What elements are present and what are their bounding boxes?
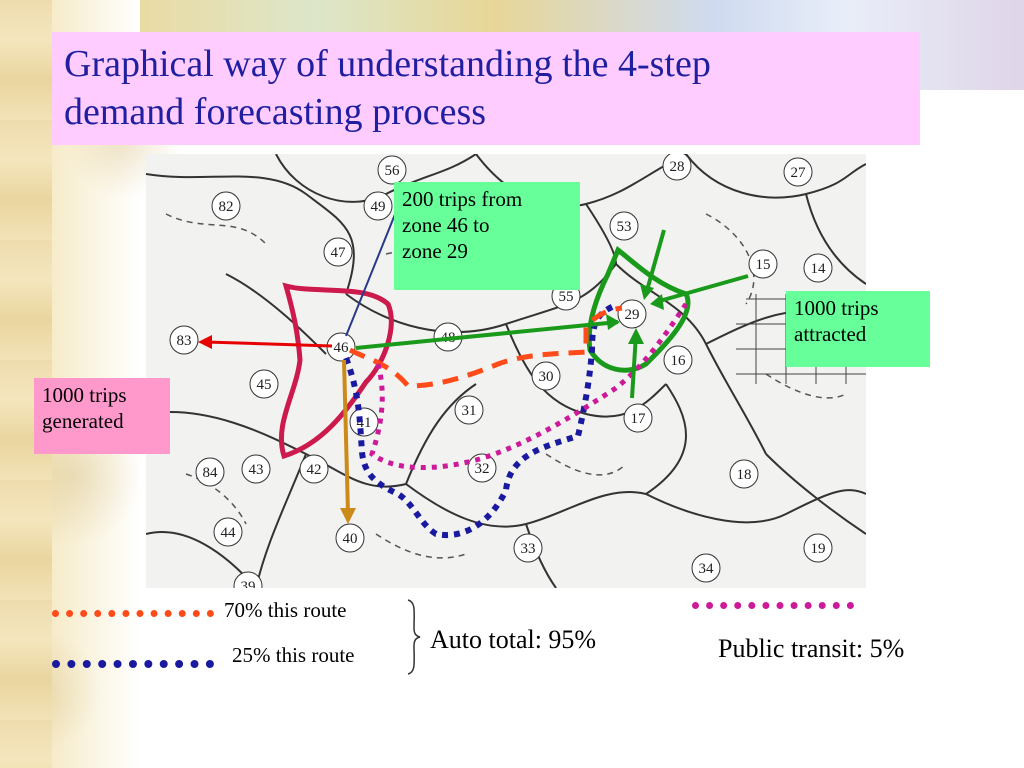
zone-label: 30 [539, 369, 554, 385]
zone-marker: 17 [623, 403, 653, 433]
zone-marker: 28 [662, 154, 692, 181]
slide-title-line-2: demand forecasting process [64, 91, 487, 133]
zone-label: 31 [462, 403, 477, 419]
zone-label: 55 [559, 289, 574, 305]
zone-marker: 19 [803, 533, 833, 563]
zone-marker: 29 [617, 299, 647, 329]
legend-label-route-25: 25% this route [232, 643, 355, 667]
zone-marker: 32 [467, 453, 497, 483]
trips-between-zones-callout: 200 trips from zone 46 to zone 29 [394, 182, 580, 290]
attraction-arrowhead-top [640, 284, 654, 300]
zone-marker: 15 [748, 249, 778, 279]
attracted-zone-boundary [586, 246, 691, 373]
callout-line: zone 46 to [402, 213, 490, 237]
zone-label: 42 [307, 462, 322, 478]
zone-label: 33 [521, 541, 536, 557]
zone-label: 44 [221, 525, 237, 541]
trip-flow-arrow [355, 320, 619, 350]
zone-label: 47 [331, 245, 347, 261]
slide-title-line-1: Graphical way of understanding the 4-ste… [64, 43, 711, 85]
zone-label: 83 [177, 333, 192, 349]
generated-zone-boundary [278, 282, 394, 460]
zone-marker: 47 [323, 237, 353, 267]
zone-label: 82 [219, 199, 234, 215]
zone-label: 84 [203, 465, 219, 481]
zone-marker: 56 [377, 155, 407, 185]
generation-arrowhead-red [198, 335, 212, 349]
zone-label: 14 [811, 261, 827, 277]
generation-arrowhead-orange [340, 508, 356, 524]
generation-arrow-orange [342, 359, 350, 515]
zone-markers: 56 49 82 47 28 27 53 15 14 55 29 83 46 4… [169, 154, 833, 588]
attraction-arrow-top [644, 229, 666, 295]
zone-marker: 83 [169, 325, 199, 355]
legend-public-transit: Public transit: 5% [718, 634, 905, 663]
zone-marker: 49 [363, 191, 393, 221]
zone-marker: 45 [249, 369, 279, 399]
zone-marker: 43 [241, 454, 271, 484]
legend-auto-total: Auto total: 95% [430, 625, 597, 654]
zone-marker: 31 [454, 395, 484, 425]
zone-label: 17 [631, 411, 647, 427]
zone-marker: 16 [663, 345, 693, 375]
zone-label: 15 [756, 257, 771, 273]
trip-flow-arrowhead [606, 314, 620, 330]
zone-label: 40 [343, 531, 358, 547]
zone-marker: 46 [326, 332, 356, 362]
zone-label: 32 [475, 461, 490, 477]
auto-route-25-percent [343, 303, 616, 539]
auto-route-70-percent [348, 305, 623, 389]
zone-marker: 14 [803, 253, 833, 283]
zone-marker: 44 [213, 517, 243, 547]
trips-generated-callout: 1000 trips generated [34, 378, 170, 454]
callout-line: generated [42, 409, 124, 433]
zone-label: 29 [625, 307, 640, 323]
zone-marker: 42 [299, 454, 329, 484]
callout-line: zone 29 [402, 239, 468, 263]
attraction-arrow-right [655, 274, 749, 304]
zone-label: 19 [811, 541, 826, 557]
zone-marker: 18 [729, 459, 759, 489]
zone-label: 43 [249, 462, 264, 478]
zone-marker: 33 [513, 533, 543, 563]
legend-swatch-transit [692, 602, 854, 609]
zone-marker: 82 [211, 191, 241, 221]
zone-marker: 34 [691, 553, 721, 583]
callout-line: attracted [794, 322, 867, 346]
zone-label: 56 [385, 163, 401, 179]
zone-label: 45 [257, 377, 272, 393]
zone-label: 39 [241, 579, 256, 588]
attraction-arrowhead-right [650, 294, 664, 310]
zone-marker: 41 [349, 407, 379, 437]
legend-label-route-70: 70% this route [224, 598, 347, 622]
zone-marker: 40 [335, 523, 365, 553]
callout-line: 200 trips from [402, 187, 523, 211]
trips-attracted-callout: 1000 trips attracted [786, 291, 930, 367]
zone-map-svg: 56 49 82 47 28 27 53 15 14 55 29 83 46 4… [146, 154, 866, 588]
zone-label: 46 [334, 340, 350, 356]
attraction-arrowhead-bottom [628, 328, 644, 344]
legend-brace [407, 599, 421, 675]
zone-marker: 30 [531, 361, 561, 391]
generation-arrow-red [205, 340, 333, 348]
zone-label: 27 [791, 165, 807, 181]
slide-title-box: Graphical way of understanding the 4-ste… [52, 32, 920, 145]
zone-label: 53 [617, 219, 632, 235]
zone-label: 28 [670, 159, 685, 175]
zone-marker: 27 [783, 157, 813, 187]
zone-label: 18 [737, 467, 752, 483]
zone-label: 49 [371, 199, 386, 215]
zone-label: 34 [699, 561, 715, 577]
legend-swatch-route-70 [52, 610, 214, 617]
zone-marker: 84 [195, 457, 225, 487]
public-transit-route [369, 302, 689, 471]
zone-label: 16 [671, 353, 687, 369]
callout-line: 1000 trips [794, 296, 879, 320]
legend-swatch-route-25 [52, 660, 214, 668]
zone-marker: 53 [609, 211, 639, 241]
callout-line: 1000 trips [42, 383, 127, 407]
attraction-arrow-bottom [630, 333, 638, 399]
zone-marker: 39 [233, 571, 263, 588]
